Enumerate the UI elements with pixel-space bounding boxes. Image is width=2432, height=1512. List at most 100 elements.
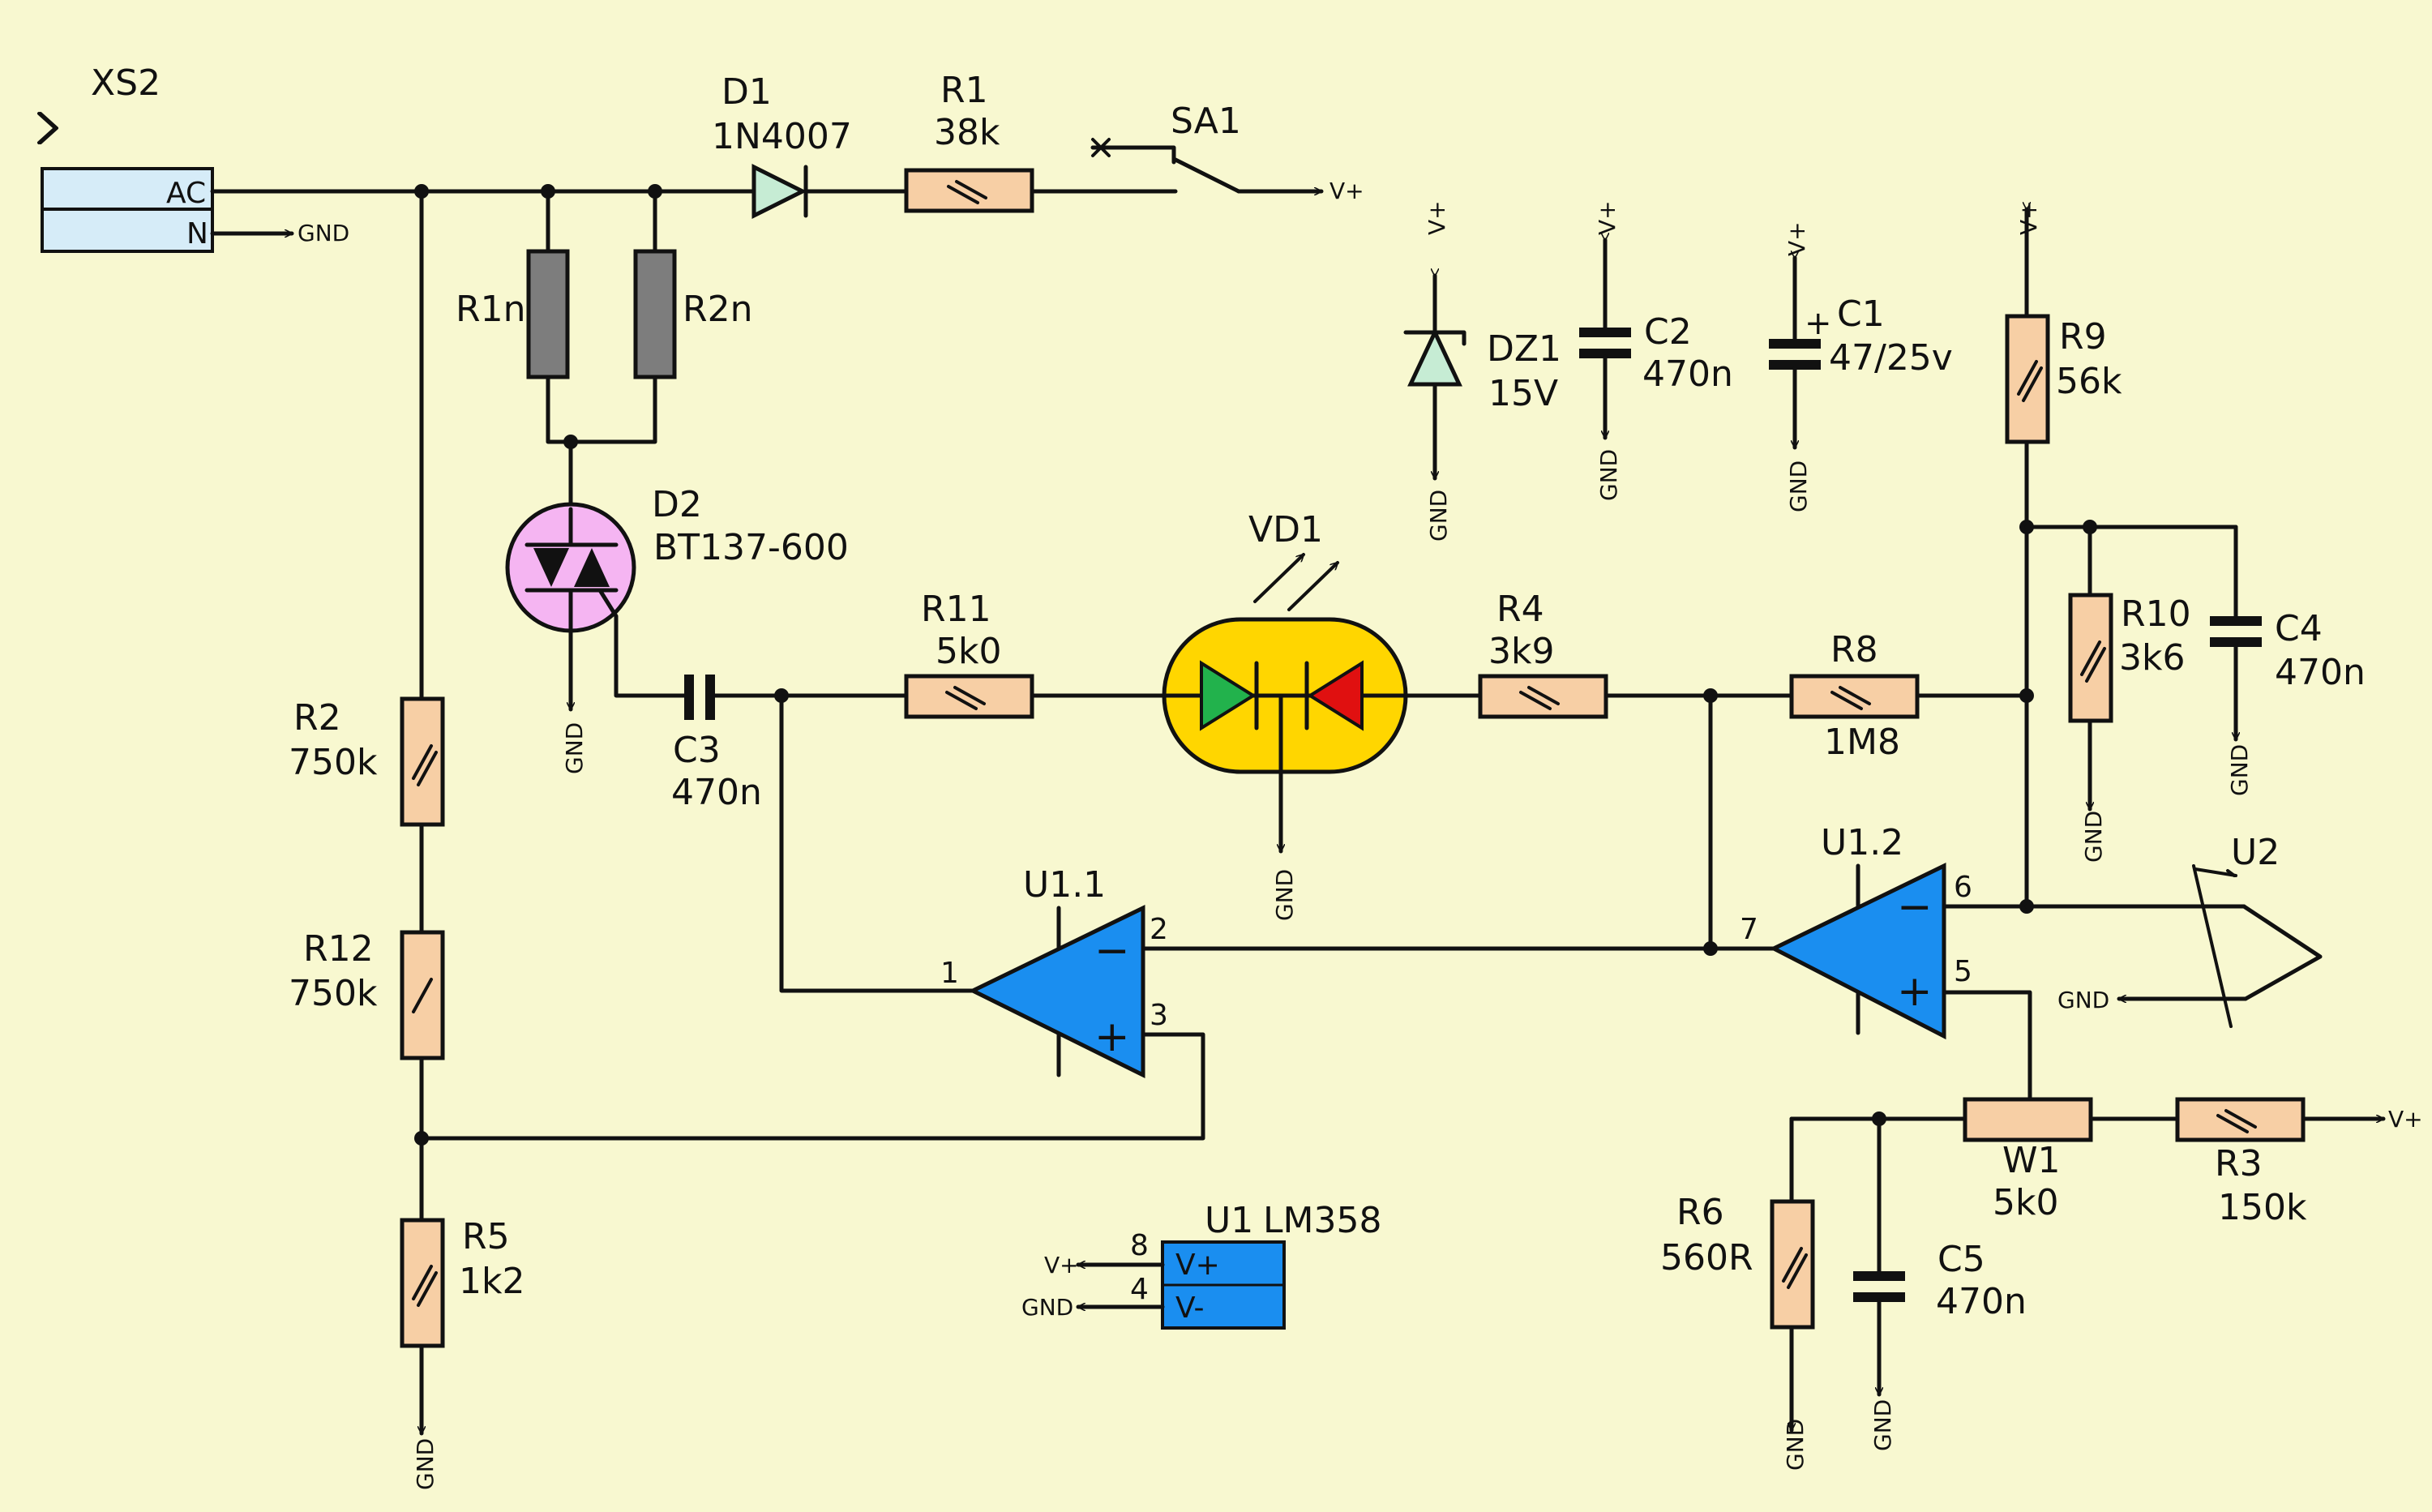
capacitor-c2: C2 470n xyxy=(1579,311,1733,395)
svg-text:VD1: VD1 xyxy=(1248,509,1323,550)
svg-text:3k6: 3k6 xyxy=(2119,637,2185,679)
xs2-ref: XS2 xyxy=(91,62,161,104)
svg-text:R8: R8 xyxy=(1830,629,1878,670)
potentiometer-w1: W1 5k0 xyxy=(1963,1097,2093,1223)
svg-text:R6: R6 xyxy=(1676,1192,1724,1233)
svg-text:R1n: R1n xyxy=(456,289,525,330)
svg-text:C4: C4 xyxy=(2275,608,2323,649)
svg-text:V-: V- xyxy=(1175,1291,1205,1325)
svg-text:−: − xyxy=(1897,883,1933,932)
svg-text:GND: GND xyxy=(1425,490,1452,542)
svg-text:C2: C2 xyxy=(1644,311,1692,353)
resistor-r4: R4 3k9 xyxy=(1478,589,1608,719)
resistor-r10: R10 3k6 xyxy=(2068,593,2191,723)
svg-text:+: + xyxy=(1094,1013,1130,1061)
svg-text:V+: V+ xyxy=(1424,200,1450,235)
xs2-pin-n: N xyxy=(186,217,208,251)
svg-text:V+: V+ xyxy=(2388,1106,2423,1133)
svg-text:R10: R10 xyxy=(2121,593,2191,635)
svg-text:U2: U2 xyxy=(2231,832,2280,873)
svg-text:V+: V+ xyxy=(1175,1249,1220,1282)
svg-text:GND: GND xyxy=(1271,869,1298,921)
svg-text:GND: GND xyxy=(412,1438,439,1490)
svg-text:D2: D2 xyxy=(652,484,702,525)
svg-text:V+: V+ xyxy=(1594,200,1621,235)
svg-text:R3: R3 xyxy=(2215,1143,2263,1184)
svg-text:C3: C3 xyxy=(673,730,721,771)
svg-text:R5: R5 xyxy=(462,1216,510,1257)
svg-text:W1: W1 xyxy=(2002,1140,2061,1181)
svg-text:470n: 470n xyxy=(671,772,762,813)
svg-text:47/25v: 47/25v xyxy=(1829,337,1953,379)
resistor-r9: R9 56k xyxy=(2005,314,2122,444)
svg-text:1k2: 1k2 xyxy=(459,1261,525,1302)
svg-text:GND: GND xyxy=(1869,1399,1896,1451)
zener-dz1: DZ1 15V xyxy=(1403,328,1561,414)
opamp-u1-1: − + U1.1 1 2 3 xyxy=(940,864,1168,1079)
svg-text:GND: GND xyxy=(2226,744,2253,796)
svg-text:750k: 750k xyxy=(289,742,378,783)
gnd-label: GND xyxy=(298,220,349,246)
svg-text:GND: GND xyxy=(2057,987,2109,1013)
connector-xs2: XS2 AC N xyxy=(37,62,214,253)
diode-d1: D1 1N4007 xyxy=(712,71,852,220)
svg-text:GND: GND xyxy=(1782,1419,1809,1471)
resistor-r1n: R1n xyxy=(456,249,570,379)
svg-text:R2: R2 xyxy=(293,697,341,739)
svg-text:SA1: SA1 xyxy=(1171,101,1241,142)
svg-text:5: 5 xyxy=(1954,955,1972,988)
capacitor-c4: C4 470n xyxy=(2210,608,2366,693)
svg-text:LM358: LM358 xyxy=(1263,1200,1381,1241)
svg-text:R4: R4 xyxy=(1496,589,1544,630)
svg-text:5k0: 5k0 xyxy=(936,631,1001,672)
svg-text:U1.1: U1.1 xyxy=(1023,864,1106,906)
led-vd1: VD1 xyxy=(1162,509,1408,854)
capacitor-c1: + C1 47/25v xyxy=(1769,293,1953,379)
svg-text:GND: GND xyxy=(1785,460,1812,512)
svg-text:R12: R12 xyxy=(303,928,374,970)
svg-text:1M8: 1M8 xyxy=(1824,722,1900,763)
sensor-u2: U2 xyxy=(2024,832,2323,1028)
svg-text:38k: 38k xyxy=(934,112,1000,153)
svg-text:GND: GND xyxy=(1021,1294,1073,1321)
opamp-package-u1: V+ V- U1 LM358 8 4 xyxy=(1130,1200,1381,1330)
resistor-r12: R12 750k xyxy=(289,928,445,1060)
svg-text:V+: V+ xyxy=(2015,200,2042,235)
svg-text:GND: GND xyxy=(1595,449,1622,501)
resistor-r3: R3 150k xyxy=(2175,1097,2307,1228)
svg-text:6: 6 xyxy=(1954,871,1972,904)
svg-text:2: 2 xyxy=(1150,913,1168,946)
svg-text:C1: C1 xyxy=(1837,293,1885,335)
svg-text:R1: R1 xyxy=(940,70,988,111)
capacitor-c3: C3 470n xyxy=(671,675,762,813)
svg-text:8: 8 xyxy=(1130,1229,1149,1262)
svg-text:+: + xyxy=(1805,305,1832,342)
svg-text:1: 1 xyxy=(940,957,959,990)
svg-text:150k: 150k xyxy=(2218,1187,2307,1228)
svg-text:470n: 470n xyxy=(2275,652,2366,693)
svg-text:−: − xyxy=(1094,927,1130,975)
svg-text:BT137-600: BT137-600 xyxy=(653,527,849,568)
svg-text:V+: V+ xyxy=(1783,221,1810,256)
svg-text:C5: C5 xyxy=(1937,1239,1985,1280)
resistor-r2n: R2n xyxy=(633,249,752,379)
svg-text:7: 7 xyxy=(1740,913,1758,946)
resistor-r6: R6 560R xyxy=(1660,1192,1815,1330)
svg-text:470n: 470n xyxy=(1936,1281,2027,1322)
svg-text:750k: 750k xyxy=(289,973,378,1014)
resistor-r11: R11 5k0 xyxy=(904,589,1034,719)
svg-text:1N4007: 1N4007 xyxy=(712,116,852,157)
switch-sa1: SA1 xyxy=(1090,101,1324,191)
svg-text:GND: GND xyxy=(561,722,588,774)
svg-text:U1.2: U1.2 xyxy=(1821,822,1903,863)
capacitor-c5: C5 470n xyxy=(1853,1239,2027,1322)
svg-text:GND: GND xyxy=(2080,811,2107,863)
svg-text:560R: 560R xyxy=(1660,1237,1753,1279)
xs2-pin-ac: AC xyxy=(166,177,206,210)
svg-text:R11: R11 xyxy=(921,589,991,630)
svg-text:DZ1: DZ1 xyxy=(1487,328,1561,370)
svg-text:+: + xyxy=(1897,967,1933,1016)
vplus-label: V+ xyxy=(1329,178,1364,204)
svg-text:470n: 470n xyxy=(1642,353,1733,395)
